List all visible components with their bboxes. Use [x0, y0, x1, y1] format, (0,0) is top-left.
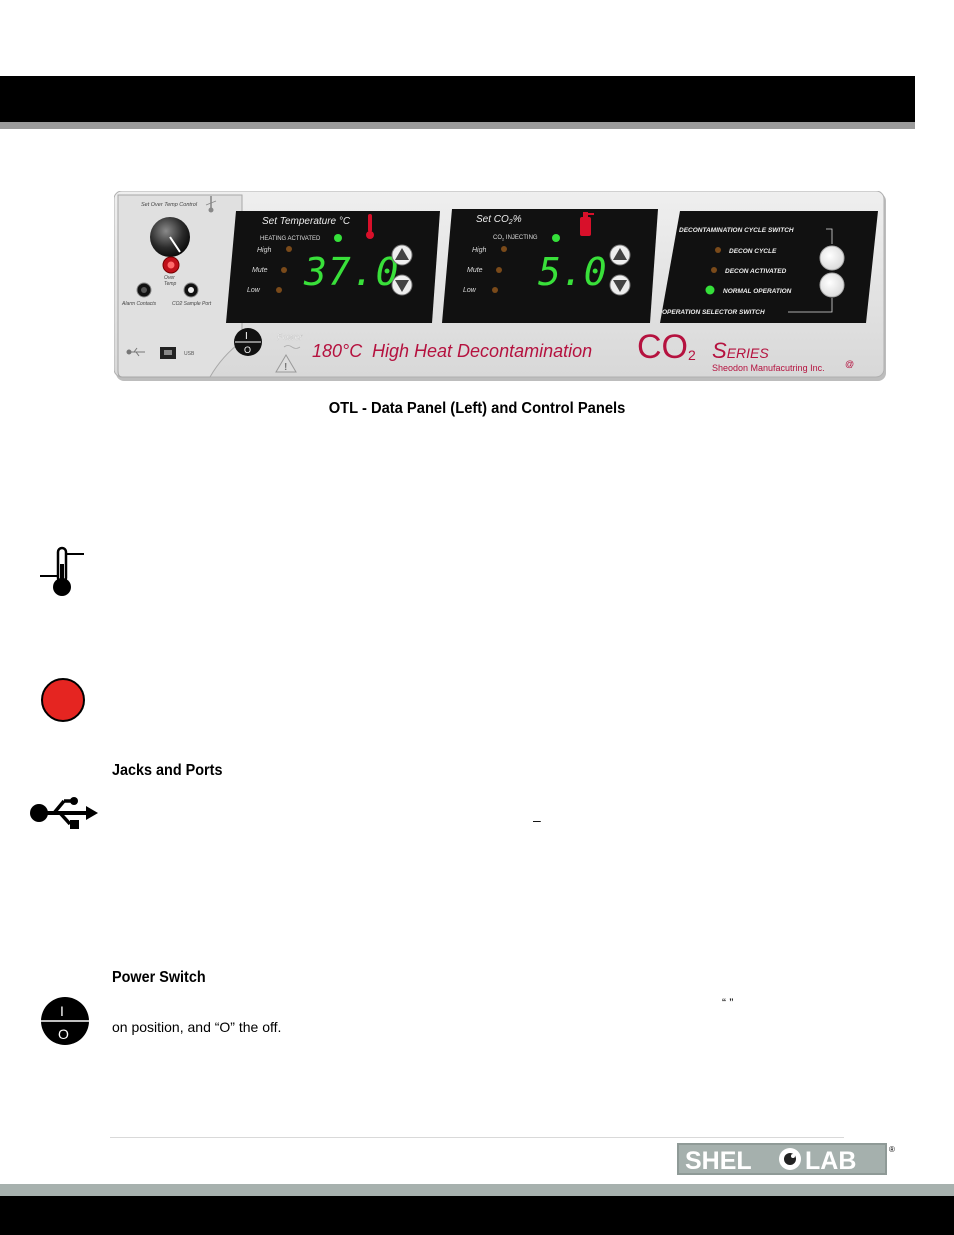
heating-activated-label: HEATING ACTIVATED — [260, 236, 321, 242]
co2-display — [442, 209, 658, 323]
over-temp-thermometer-icon — [40, 546, 84, 596]
mute-label: Mute — [252, 267, 268, 274]
svg-text:I: I — [60, 1003, 64, 1019]
decon-activated-label: DECON ACTIVATED — [725, 268, 787, 275]
temp-title: Set Temperature °C — [262, 216, 351, 227]
power-quotes: “ ” — [722, 996, 734, 1010]
mute-led — [281, 267, 287, 273]
decon-activated-led — [711, 267, 717, 273]
co2-low-label: Low — [463, 287, 477, 294]
footer-rule — [110, 1137, 844, 1138]
normal-operation-label: NORMAL OPERATION — [723, 288, 792, 295]
power-label: Power — [277, 332, 304, 342]
heating-led — [334, 234, 342, 242]
figure-caption: OTL - Data Panel (Left) and Control Pane… — [328, 400, 626, 417]
co2-high-led — [501, 246, 507, 252]
warning-icon: ! — [275, 354, 297, 373]
co2-mute-led — [496, 267, 502, 273]
co2-down-button[interactable] — [609, 274, 631, 296]
svg-text:®: ® — [889, 1145, 895, 1154]
svg-text:Temp: Temp — [164, 281, 177, 287]
footer-bar — [0, 1196, 954, 1235]
jacks-ports-heading: Jacks and Ports — [112, 762, 223, 779]
decon-cycle-led — [715, 247, 721, 253]
shellab-logo: SHEL LAB ® — [677, 1143, 895, 1175]
alarm-contacts-label: Alarm Contacts — [121, 301, 157, 307]
power-body-text: on position, and “O” the off. — [112, 1019, 282, 1035]
brand-temp: 180°C — [312, 341, 363, 361]
brand-line: High Heat Decontamination — [372, 341, 592, 361]
temp-down-button[interactable] — [391, 274, 413, 296]
co2-tank-icon — [580, 212, 594, 236]
svg-text:!: ! — [284, 362, 287, 373]
high-label: High — [257, 247, 272, 254]
decon-cycle-label: DECON CYCLE — [729, 248, 777, 255]
svg-text:I: I — [245, 331, 248, 342]
co2-sample-port-label: CO2 Sample Port — [172, 301, 212, 307]
manufacturer-mark: @ — [845, 359, 854, 369]
temp-display — [226, 211, 440, 323]
over-temp-label: Set Over Temp Control — [141, 202, 198, 208]
co2-injecting-label: CO2 INJECTING — [493, 235, 538, 242]
decon-switch-label: DECONTAMINATION CYCLE SWITCH — [679, 227, 794, 234]
thermometer-red-icon — [366, 214, 374, 239]
co2-low-led — [492, 287, 498, 293]
usb-icon — [30, 797, 98, 829]
power-switch-icon: I O — [41, 997, 89, 1045]
power-switch-heading: Power Switch — [112, 969, 206, 986]
co2-up-button[interactable] — [609, 244, 631, 266]
low-label: Low — [247, 287, 261, 294]
svg-text:O: O — [58, 1026, 69, 1042]
operation-selector-label: OPERATION SELECTOR SWITCH — [662, 309, 765, 316]
temp-up-button[interactable] — [391, 244, 413, 266]
svg-text:O: O — [244, 345, 251, 355]
power-switch[interactable]: I O — [234, 328, 262, 356]
thermometer-small-icon — [205, 196, 217, 213]
over-temp-button-icon — [41, 678, 85, 722]
co2-mute-label: Mute — [467, 267, 483, 274]
brand-series: SERIES — [712, 338, 769, 363]
svg-text:LAB: LAB — [805, 1147, 856, 1175]
co2-injecting-led — [552, 234, 560, 242]
control-panel-figure: Set Over Temp Control Over Temp Alarm Co… — [114, 191, 886, 381]
high-led — [286, 246, 292, 252]
decon-cycle-switch[interactable] — [819, 245, 845, 271]
header-bar — [0, 76, 915, 122]
jacks-dash: – — [533, 812, 541, 828]
manufacturer: Sheodon Manufacutring Inc. — [712, 363, 825, 373]
operation-selector-switch[interactable] — [819, 272, 845, 298]
co2-title: Set CO2% — [476, 214, 522, 226]
usb-label: USB — [184, 351, 195, 357]
brand-co2: CO2 — [637, 328, 696, 366]
co2-value: 5.0 — [538, 250, 607, 294]
usb-small-icon — [126, 347, 145, 357]
svg-text:Over: Over — [164, 275, 175, 281]
co2-high-label: High — [472, 247, 487, 254]
svg-text:SHEL: SHEL — [685, 1147, 752, 1175]
low-led — [276, 287, 282, 293]
decon-panel — [660, 211, 878, 323]
normal-operation-led — [705, 285, 715, 295]
header-shadow — [0, 122, 915, 129]
footer-gray-strip — [0, 1184, 954, 1196]
temp-value: 37.0 — [303, 250, 400, 294]
